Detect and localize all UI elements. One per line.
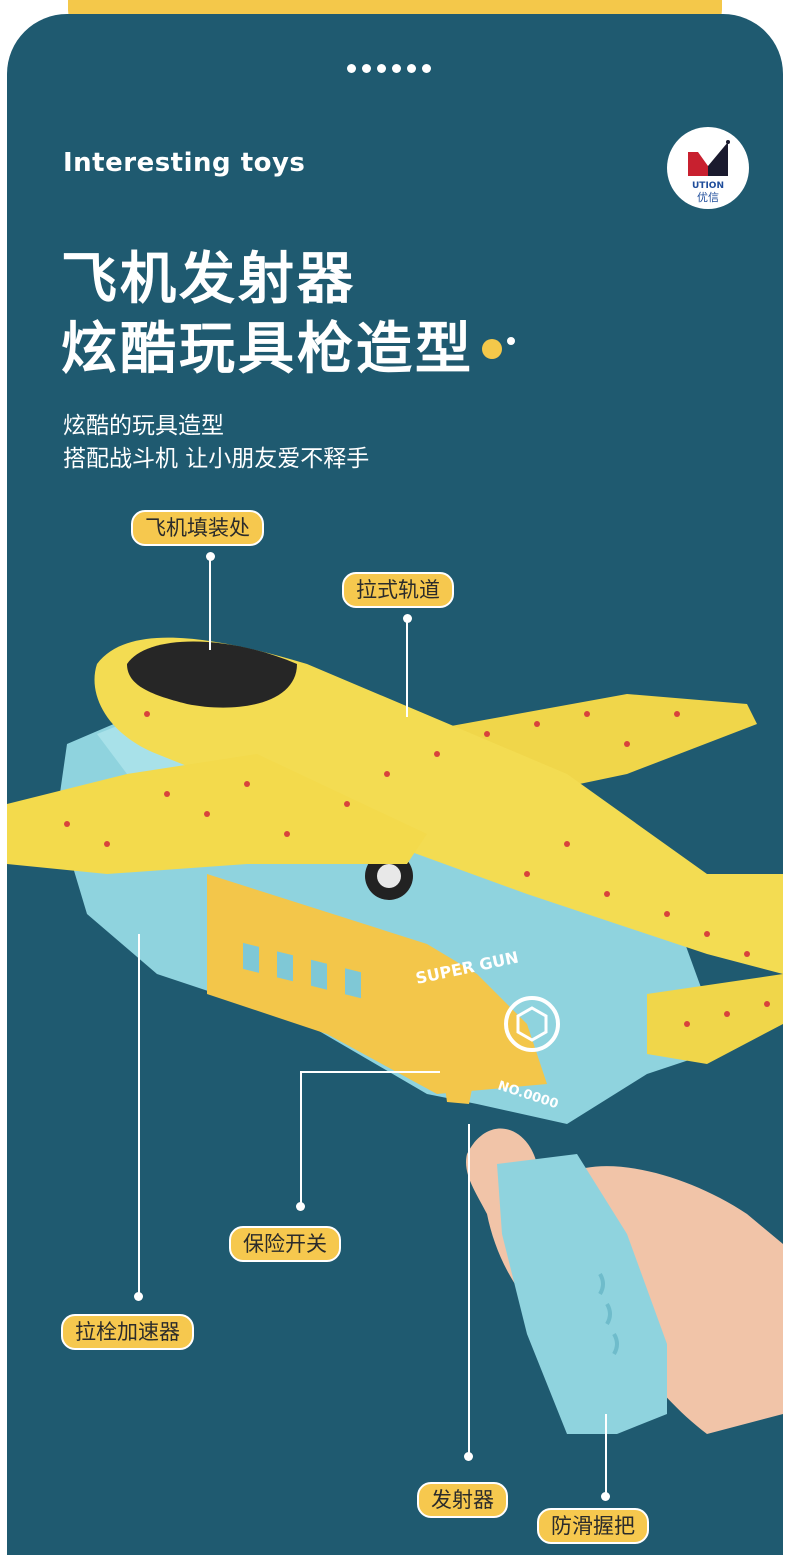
callout-safety-switch: 保险开关 bbox=[229, 1226, 341, 1262]
safety-lever-shape bbox=[443, 1034, 475, 1104]
callout-pin bbox=[601, 1492, 610, 1501]
callout-pin bbox=[403, 614, 412, 623]
plane-canopy bbox=[127, 641, 297, 708]
callout-anti-slip-grip: 防滑握把 bbox=[537, 1508, 649, 1544]
pagination-dots bbox=[347, 64, 431, 73]
subtitle-line-2: 搭配战斗机 让小朋友爱不释手 bbox=[63, 446, 370, 472]
plane-wing-front bbox=[7, 754, 427, 874]
callout-leader bbox=[209, 560, 211, 650]
logo-brand-text: UTION bbox=[692, 181, 724, 191]
callout-pull-track: 拉式轨道 bbox=[342, 572, 454, 608]
logo-mark-icon bbox=[688, 140, 730, 176]
callout-pin bbox=[134, 1292, 143, 1301]
product-card: Interesting toys UTION 优信 飞机发射器 炫酷玩具枪造型 … bbox=[7, 14, 783, 1555]
callout-bolt-booster: 拉栓加速器 bbox=[61, 1314, 194, 1350]
callout-leader bbox=[406, 622, 408, 717]
subtitle-line-1: 炫酷的玩具造型 bbox=[63, 413, 224, 439]
gun-grip-shape bbox=[497, 1154, 667, 1434]
logo-brand-cn-text: 优信 bbox=[697, 191, 719, 204]
callout-pin bbox=[464, 1452, 473, 1461]
accent-dot bbox=[482, 339, 502, 359]
product-illustration: SUPER GUN NO.0000 bbox=[7, 637, 783, 1434]
gun-emblem bbox=[504, 996, 560, 1052]
callout-leader bbox=[468, 1124, 470, 1454]
callout-leader bbox=[138, 934, 140, 1294]
callout-leader bbox=[300, 1071, 440, 1073]
plane-fuselage bbox=[94, 637, 783, 974]
callout-launcher: 发射器 bbox=[417, 1482, 508, 1518]
callout-pin bbox=[206, 552, 215, 561]
headline-line-2: 炫酷玩具枪造型 bbox=[61, 317, 474, 382]
callout-leader bbox=[300, 1071, 302, 1204]
callout-plane-loading: 飞机填装处 bbox=[131, 510, 264, 546]
headline-line-1: 飞机发射器 bbox=[61, 247, 356, 312]
eyebrow-text: Interesting toys bbox=[63, 148, 306, 178]
plane-tail bbox=[647, 974, 783, 1064]
callout-leader bbox=[605, 1414, 607, 1494]
brand-logo: UTION 优信 bbox=[667, 127, 749, 209]
accent-dot-small bbox=[507, 337, 515, 345]
callout-pin bbox=[296, 1202, 305, 1211]
